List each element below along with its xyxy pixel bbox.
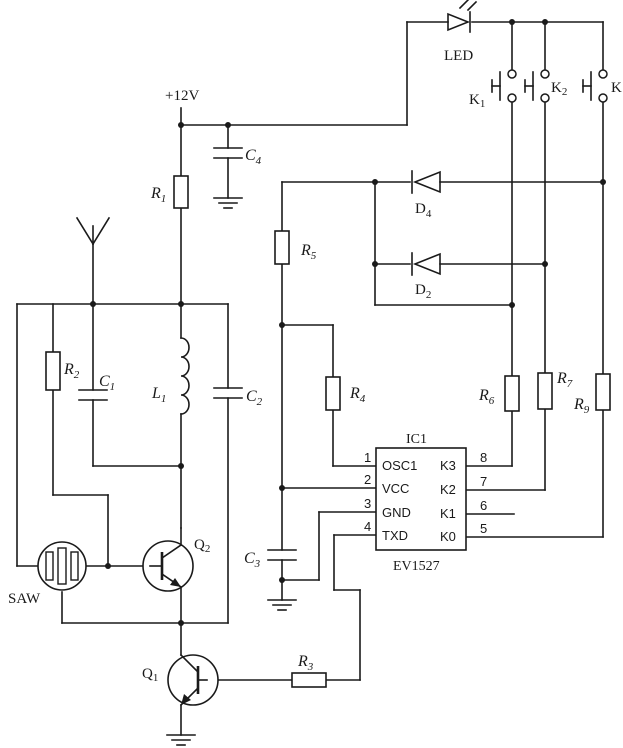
- saw-label: SAW: [8, 591, 41, 607]
- l1-label: L1: [151, 385, 166, 405]
- r3-label: R3: [297, 653, 314, 673]
- ic-pin-name: K1: [440, 506, 456, 521]
- ic-pin-num: 3: [364, 496, 371, 511]
- q1-label: Q1: [142, 666, 158, 684]
- ic-pin-num: 8: [480, 450, 487, 465]
- junction-dots: [90, 19, 606, 626]
- r1-label: R1: [150, 185, 166, 205]
- inductor-l1: [180, 337, 190, 415]
- resistor-r5: [274, 230, 290, 265]
- diode-d4: [411, 170, 441, 194]
- r6-label: R6: [478, 387, 495, 407]
- transistor-q2: [142, 527, 194, 592]
- ic-pin-name: OSC1: [382, 458, 417, 473]
- ic-pin-num: 4: [364, 519, 371, 534]
- led-symbol: [447, 0, 478, 33]
- d4-label: D4: [415, 201, 432, 220]
- wires: [16, 21, 604, 736]
- k3-label: K: [611, 80, 622, 96]
- c1-label: C1: [99, 373, 115, 393]
- resistor-r2: [45, 351, 61, 391]
- ic-pin-name: K2: [440, 482, 456, 497]
- ic-pin-name: TXD: [382, 528, 408, 543]
- ic-pin-num: 7: [480, 474, 487, 489]
- resistor-r6: [504, 375, 520, 412]
- d2-label: D2: [415, 282, 431, 301]
- c2-label: C2: [246, 388, 263, 408]
- r9-label: R9: [573, 396, 590, 416]
- c3-label: C3: [244, 550, 261, 570]
- ic-pin-name: K0: [440, 529, 456, 544]
- diode-d2: [411, 252, 441, 276]
- resistor-r7: [537, 372, 553, 410]
- capacitor-c4: [213, 147, 243, 209]
- resistor-r1: [173, 175, 189, 209]
- ic-pin-name: GND: [382, 505, 411, 520]
- q2-label: Q2: [194, 537, 210, 555]
- capacitor-c3: [267, 549, 297, 611]
- ic-part: EV1527: [393, 559, 440, 574]
- r7-label: R7: [556, 370, 573, 390]
- antenna-symbol: [75, 216, 111, 246]
- switch-k1: [491, 69, 517, 103]
- r5-label: R5: [300, 242, 317, 262]
- resistor-r9: [595, 373, 611, 411]
- ic-pin-name: K3: [440, 458, 456, 473]
- c4-label: C4: [245, 147, 262, 167]
- ic-ref: IC1: [406, 432, 427, 447]
- transistor-q1: [167, 653, 219, 707]
- capacitor-c1: [78, 389, 108, 401]
- k2-label: K2: [551, 80, 567, 98]
- saw-resonator: [37, 541, 87, 591]
- k1-label: K1: [469, 92, 485, 110]
- r2-label: R2: [63, 361, 80, 381]
- ic-pin-num: 1: [364, 450, 371, 465]
- led-label: LED: [444, 48, 473, 64]
- ic-pin-name: VCC: [382, 481, 409, 496]
- resistor-r4: [325, 376, 341, 411]
- switch-k3: [582, 69, 608, 103]
- resistor-r3: [291, 672, 327, 688]
- ic-pin-num: 5: [480, 521, 487, 536]
- r4-label: R4: [349, 385, 366, 405]
- supply-label: +12V: [165, 88, 199, 104]
- ground-q1: [166, 734, 196, 746]
- switch-k2: [524, 69, 550, 103]
- ic-pin-num: 2: [364, 472, 371, 487]
- ic-ev1527: [375, 447, 467, 551]
- ic-pin-num: 6: [480, 498, 487, 513]
- capacitor-c2: [213, 387, 243, 399]
